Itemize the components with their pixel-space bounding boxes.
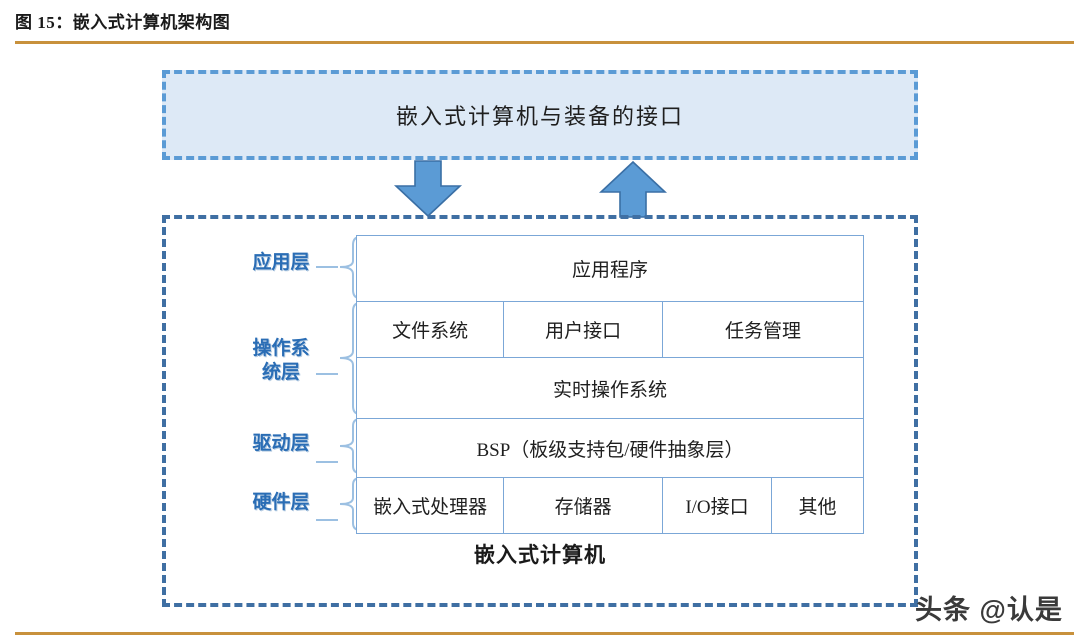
embedded-computer-box: 应用层 操作系 统层 驱动层 硬件层 bbox=[162, 215, 918, 607]
table-row: 实时操作系统 bbox=[356, 357, 864, 419]
layer-label-application: 应用层 bbox=[226, 251, 336, 275]
brace-hardware-icon bbox=[338, 476, 370, 532]
layer-label-hardware-line-1: 硬件层 bbox=[252, 492, 310, 513]
layer-label-hardware: 硬件层 bbox=[226, 491, 336, 515]
arrow-down-icon bbox=[393, 160, 463, 218]
layer-label-application-line-1: 应用层 bbox=[252, 252, 310, 273]
watermark: 头条 @认是 bbox=[915, 595, 1063, 625]
stack-cell-io-interface: I/O接口 bbox=[662, 477, 772, 534]
layer-label-driver: 驱动层 bbox=[226, 432, 336, 456]
brace-operating-system-icon bbox=[338, 301, 370, 416]
interface-box: 嵌入式计算机与装备的接口 bbox=[162, 70, 918, 160]
interface-box-label: 嵌入式计算机与装备的接口 bbox=[395, 104, 684, 129]
stack-cell-file-system: 文件系统 bbox=[355, 301, 505, 358]
brace-application-icon bbox=[338, 235, 370, 300]
stack-cell-embedded-processor: 嵌入式处理器 bbox=[355, 477, 505, 534]
stack-cell-memory: 存储器 bbox=[503, 477, 664, 534]
stack-cell-rtos: 实时操作系统 bbox=[356, 357, 864, 419]
table-row: 嵌入式处理器 存储器 I/O接口 其他 bbox=[355, 477, 865, 534]
brace-connector-lines bbox=[316, 266, 338, 521]
figure-title: 图 15：嵌入式计算机架构图 bbox=[15, 13, 231, 32]
layer-label-driver-line-1: 驱动层 bbox=[252, 433, 310, 454]
layer-label-os-line-2: 统层 bbox=[261, 361, 300, 383]
embedded-computer-caption: 嵌入式计算机 bbox=[474, 543, 606, 567]
title-divider-bottom bbox=[15, 632, 1074, 635]
stack-cell-task-management: 任务管理 bbox=[662, 301, 864, 358]
architecture-stack: 应用程序 文件系统 用户接口 任务管理 实时操作系统 BSP（板级支持包/硬件抽… bbox=[355, 235, 865, 534]
brace-driver-icon bbox=[338, 417, 370, 475]
stack-cell-bsp: BSP（板级支持包/硬件抽象层） bbox=[356, 418, 864, 478]
stack-cell-user-interface: 用户接口 bbox=[503, 301, 664, 358]
table-row: 应用程序 bbox=[356, 235, 864, 302]
stack-cell-other: 其他 bbox=[770, 477, 865, 534]
title-divider-top bbox=[15, 41, 1074, 44]
layer-label-operating-system: 操作系 统层 bbox=[226, 337, 336, 385]
stack-cell-application-program: 应用程序 bbox=[356, 235, 864, 302]
layer-label-os-line-1: 操作系 bbox=[252, 338, 310, 359]
table-row: 文件系统 用户接口 任务管理 bbox=[355, 301, 864, 358]
table-row: BSP（板级支持包/硬件抽象层） bbox=[356, 418, 864, 478]
arrow-up-icon bbox=[598, 160, 668, 218]
